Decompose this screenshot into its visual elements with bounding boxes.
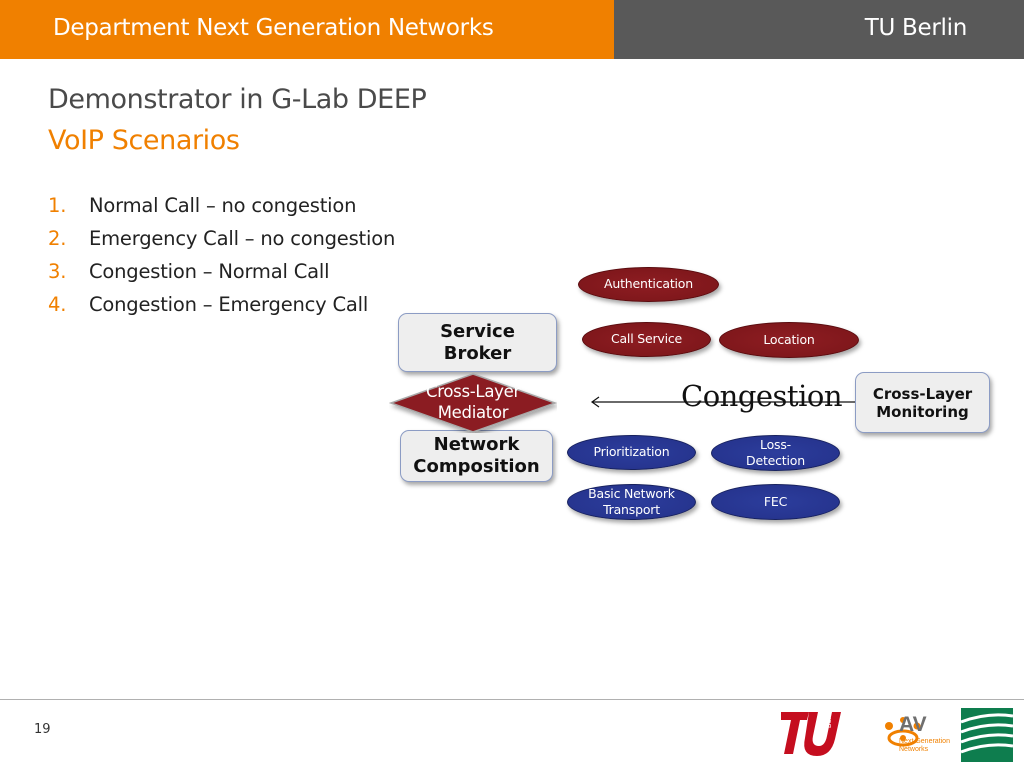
list-number: 1. <box>48 194 67 217</box>
footer-divider <box>0 699 1024 700</box>
tu-logo-text: berlin <box>824 708 833 728</box>
congestion-label: Congestion <box>681 379 843 413</box>
network-composition-box: Network Composition <box>400 430 553 482</box>
institute-logo <box>961 708 1013 762</box>
list-item: 2. Emergency Call – no congestion <box>48 227 395 260</box>
list-item: 4. Congestion – Emergency Call <box>48 293 395 326</box>
list-text: Congestion – Normal Call <box>89 260 330 283</box>
slide-subtitle: VoIP Scenarios <box>48 125 240 156</box>
service-broker-box: Service Broker <box>398 313 557 372</box>
list-text: Emergency Call – no congestion <box>89 227 396 250</box>
list-number: 2. <box>48 227 67 250</box>
cross-layer-mediator-label: Cross-Layer Mediator <box>426 382 520 422</box>
university-name: TU Berlin <box>864 15 968 41</box>
list-text: Congestion – Emergency Call <box>89 293 369 316</box>
list-number: 4. <box>48 293 67 316</box>
tu-berlin-logo: berlin <box>781 708 841 756</box>
header-bar-orange <box>0 0 614 59</box>
basic-network-transport-pill: Basic Network Transport <box>567 484 696 520</box>
scenario-list: 1. Normal Call – no congestion 2. Emerge… <box>48 194 395 326</box>
av-logo-icon <box>885 717 921 747</box>
location-pill: Location <box>719 322 859 358</box>
av-logo-text: AV <box>899 713 927 736</box>
authentication-pill: Authentication <box>578 267 719 302</box>
list-item: 3. Congestion – Normal Call <box>48 260 395 293</box>
congestion-arrow <box>590 396 855 408</box>
av-logo-subtitle: Next Generation Networks <box>899 738 950 753</box>
list-number: 3. <box>48 260 67 283</box>
prioritization-pill: Prioritization <box>567 435 696 470</box>
page-number: 19 <box>34 722 51 737</box>
list-item: 1. Normal Call – no congestion <box>48 194 395 227</box>
cross-layer-monitoring-box: Cross-Layer Monitoring <box>855 372 990 433</box>
call-service-pill: Call Service <box>582 322 711 357</box>
cross-layer-mediator-diamond: Cross-Layer Mediator <box>389 373 557 433</box>
diamond-shape <box>389 373 557 433</box>
header-bar-grey <box>614 0 1024 59</box>
slide-title: Demonstrator in G-Lab DEEP <box>48 84 427 115</box>
loss-detection-pill: Loss- Detection <box>711 435 840 471</box>
fec-pill: FEC <box>711 484 840 520</box>
department-title: Department Next Generation Networks <box>53 15 494 41</box>
list-text: Normal Call – no congestion <box>89 194 357 217</box>
